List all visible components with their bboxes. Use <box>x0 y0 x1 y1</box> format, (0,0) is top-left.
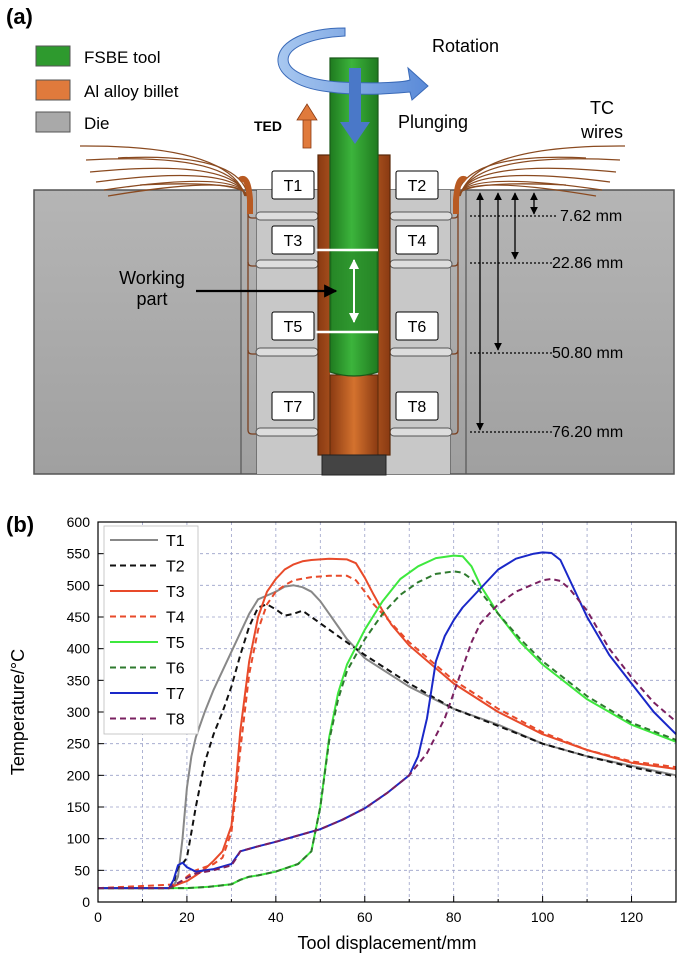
legend-label-t6: T6 <box>166 661 185 678</box>
series-line-t3 <box>98 557 677 890</box>
x-axis-label: Tool displacement/mm <box>297 933 476 953</box>
y-tick-label: 100 <box>67 831 91 847</box>
working-part-label-line1: Working <box>119 268 185 288</box>
rotation-label: Rotation <box>432 36 499 56</box>
thermocouple-labels: T1 T2 T3 T4 T5 T6 T7 T8 <box>271 170 439 421</box>
legend-label-billet: Al alloy billet <box>84 82 179 101</box>
series-line-t4 <box>97 574 677 890</box>
depth-dimensions <box>470 192 558 433</box>
panel-a-label: (a) <box>6 4 33 29</box>
y-tick-label: 0 <box>82 894 90 910</box>
legend-label-t5: T5 <box>166 635 185 652</box>
thermocouple-channels <box>247 196 459 435</box>
tc-wires-left <box>79 145 249 197</box>
legend-label-t7: T7 <box>166 686 185 703</box>
y-axis-label: Temperature/°C <box>8 649 28 775</box>
tc-label-t5: T5 <box>284 319 303 336</box>
y-tick-label: 550 <box>67 546 91 562</box>
plunging-arrow <box>340 68 370 144</box>
y-tick-label: 150 <box>67 799 91 815</box>
series-line-t7 <box>98 551 677 890</box>
depth-label-4: 76.20 mm <box>552 424 623 441</box>
y-tick-label: 50 <box>74 862 90 878</box>
axis-ticks: 0 20 40 60 80 100 120 0 50 100 150 200 250 300 350 400 4… <box>67 514 644 925</box>
plunging-label: Plunging <box>398 112 468 132</box>
tc-label-line2: wires <box>580 122 623 142</box>
depth-label-1: 7.62 mm <box>560 208 622 225</box>
x-tick-label: 120 <box>620 909 644 925</box>
legend-label-t4: T4 <box>166 610 185 627</box>
x-tick-label: 100 <box>531 909 555 925</box>
y-tick-label: 350 <box>67 672 91 688</box>
y-tick-label: 200 <box>67 767 91 783</box>
ted-label: TED <box>254 118 282 134</box>
legend-label-t8: T8 <box>166 712 185 729</box>
temperature-chart: 0 20 40 60 80 100 120 0 50 100 150 200 250 300 350 400 4… <box>8 514 677 953</box>
depth-labels: 7.62 mm 22.86 mm 50.80 mm 76.20 mm <box>552 208 623 441</box>
tc-wire-bundle-right <box>453 176 468 214</box>
legend-swatch-die <box>35 111 71 133</box>
y-tick-label: 400 <box>67 641 91 657</box>
y-tick-label: 450 <box>67 609 91 625</box>
legend-swatch-tool <box>35 45 71 67</box>
fsbe-tool <box>316 57 379 377</box>
series-line-t8 <box>98 578 677 890</box>
series-lines <box>97 551 677 890</box>
x-tick-label: 40 <box>268 909 284 925</box>
tc-label-t4: T4 <box>408 233 427 250</box>
tc-label-line1: TC <box>590 98 614 118</box>
y-tick-label: 300 <box>67 704 91 720</box>
legend-label-t1: T1 <box>166 533 185 550</box>
y-tick-label: 500 <box>67 577 91 593</box>
legend-label-t2: T2 <box>166 559 185 576</box>
legend-label-die: Die <box>84 114 110 133</box>
x-tick-label: 0 <box>94 909 102 925</box>
y-tick-label: 600 <box>67 514 91 530</box>
depth-label-2: 22.86 mm <box>552 255 623 272</box>
tc-label-t2: T2 <box>408 178 427 195</box>
tc-label-t1: T1 <box>284 178 303 195</box>
legend-swatch-billet <box>35 79 71 101</box>
x-tick-label: 20 <box>179 909 195 925</box>
legend-label-tool: FSBE tool <box>84 48 161 67</box>
depth-label-3: 50.80 mm <box>552 345 623 362</box>
ted-arrow-icon <box>296 103 318 149</box>
tc-wires-right <box>456 145 626 197</box>
legend-box <box>103 525 199 735</box>
x-tick-label: 80 <box>446 909 462 925</box>
series-line-t6 <box>98 570 677 890</box>
schematic-legend: FSBE tool Al alloy billet Die <box>35 45 179 133</box>
tc-wire-bundle-left <box>238 176 253 214</box>
y-tick-label: 250 <box>67 736 91 752</box>
tc-label-t3: T3 <box>284 233 303 250</box>
tc-label-t7: T7 <box>284 399 303 416</box>
die-plug <box>321 454 387 476</box>
rotation-arrow <box>277 27 429 101</box>
x-tick-label: 60 <box>357 909 373 925</box>
working-part-label-line2: part <box>136 289 167 309</box>
legend-label-t3: T3 <box>166 584 185 601</box>
tc-label-t6: T6 <box>408 319 427 336</box>
panel-b-label: (b) <box>6 512 34 537</box>
tc-label-t8: T8 <box>408 399 427 416</box>
